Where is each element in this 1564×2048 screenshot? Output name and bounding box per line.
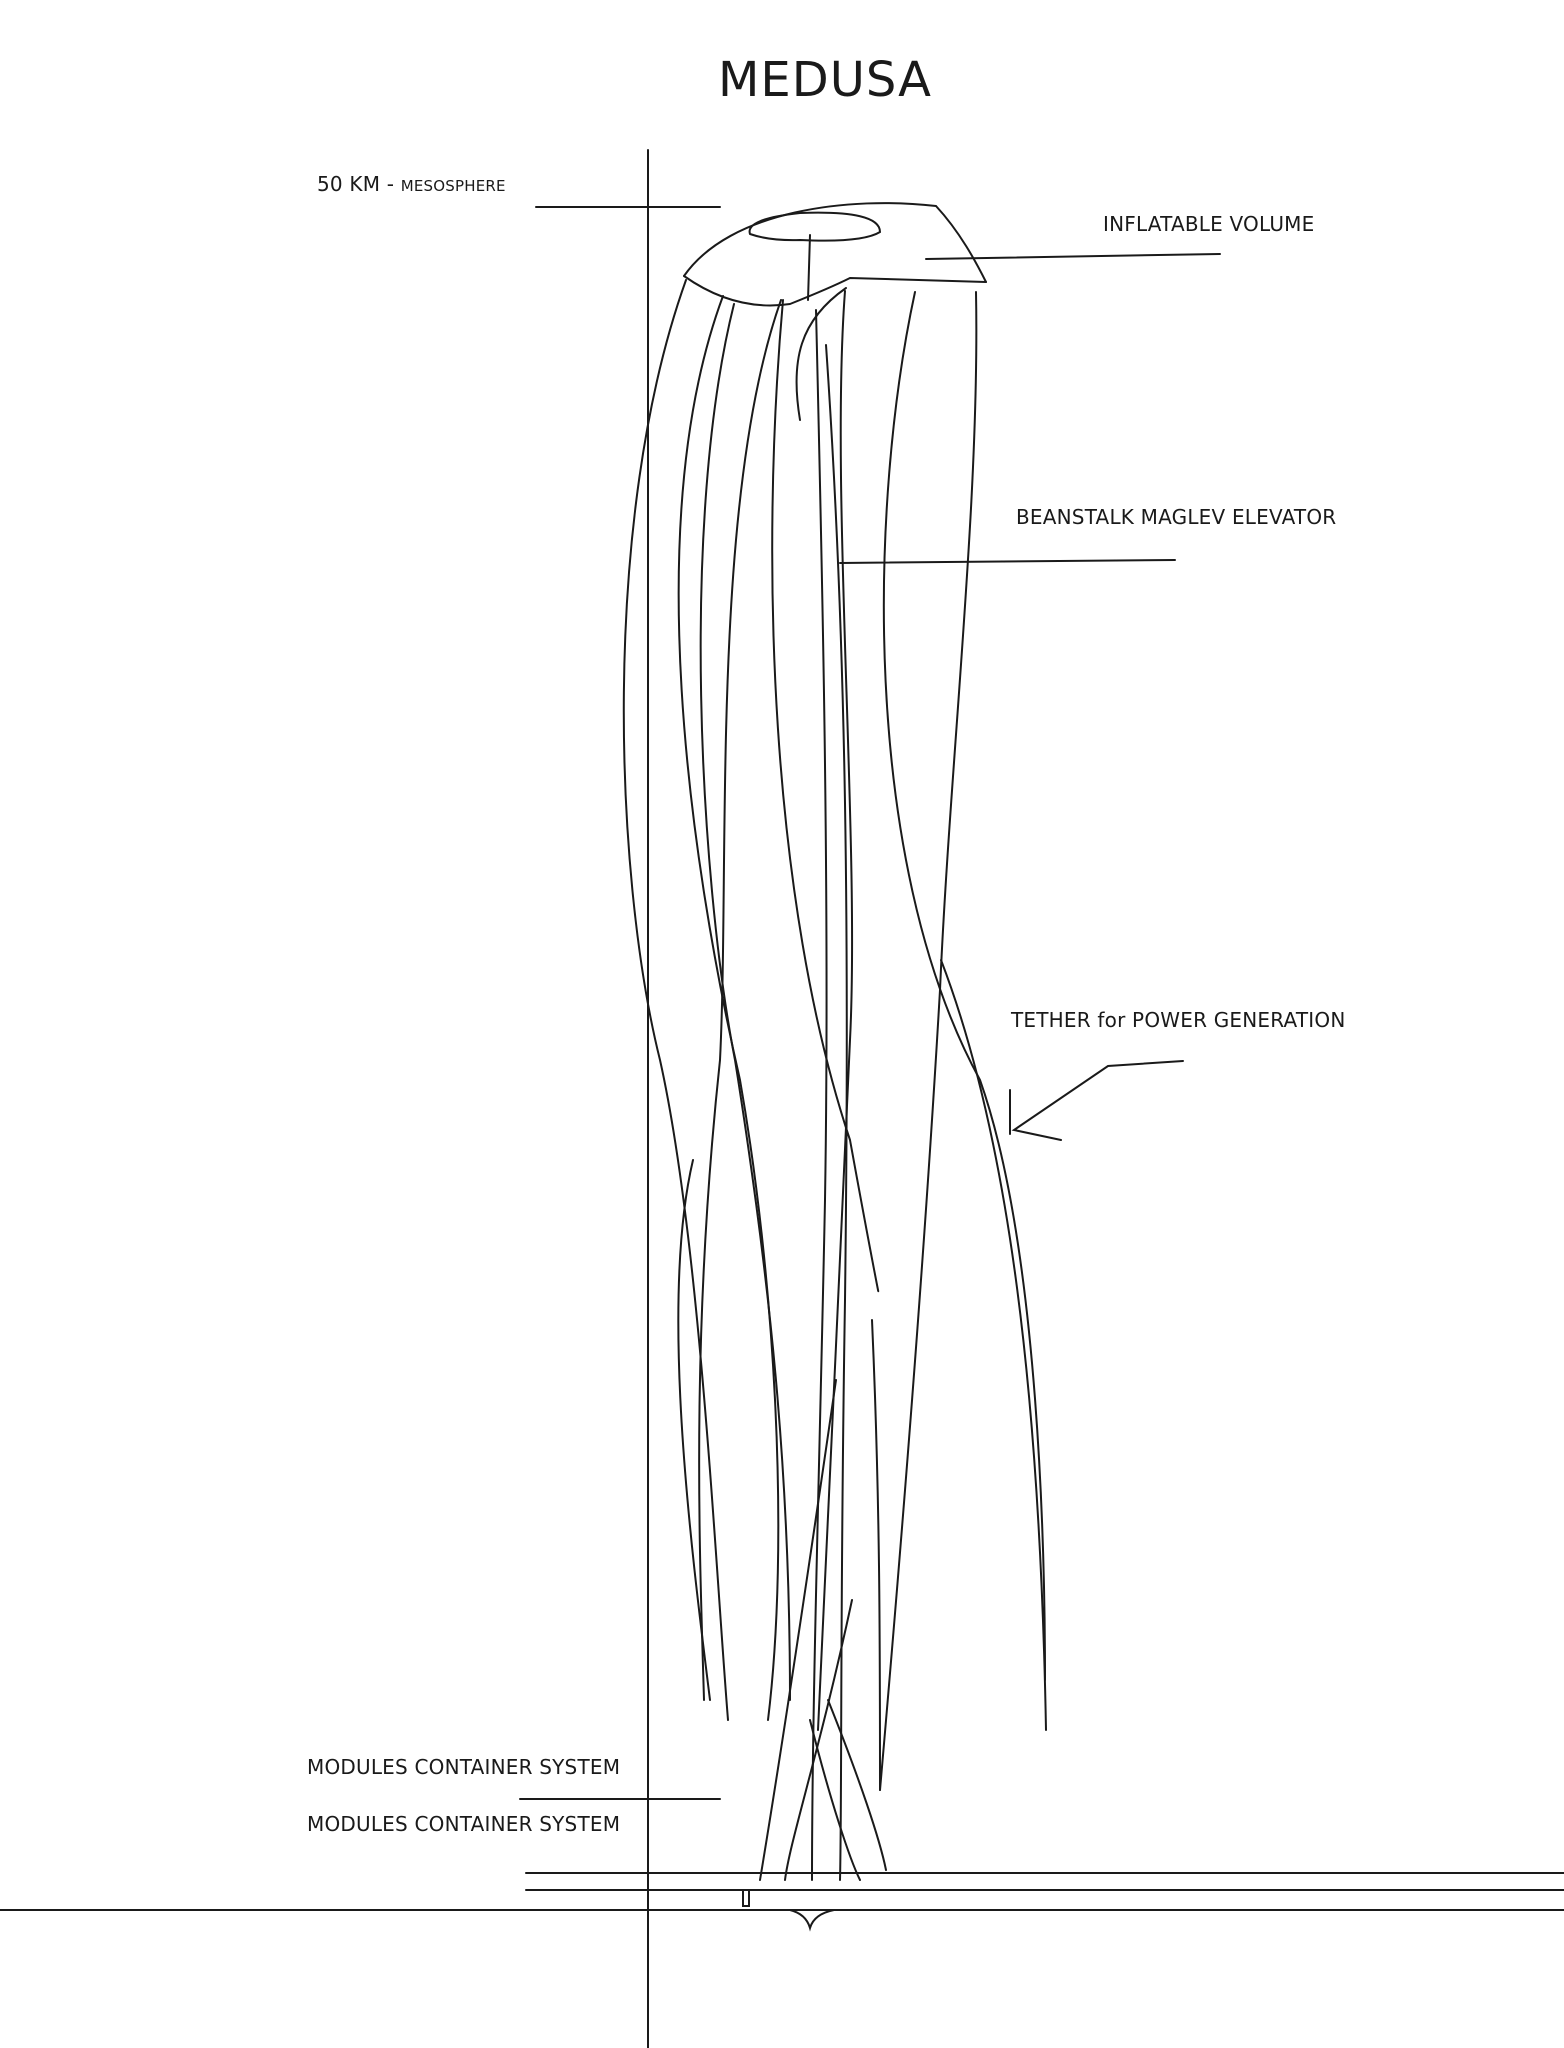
modules-container-label-2: MODULES CONTAINER SYSTEM — [307, 1812, 621, 1836]
beanstalk-leader — [839, 559, 1176, 564]
tether-leader — [1011, 1060, 1184, 1141]
tether-label: TETHER for POWER GENERATION — [1011, 1008, 1346, 1032]
altitude-value: 50 KM - — [317, 172, 395, 196]
altitude-label: 50 KM - MESOSPHERE — [317, 172, 506, 196]
modules-container-label-1: MODULES CONTAINER SYSTEM — [307, 1755, 621, 1779]
base-anchor — [789, 1909, 835, 1932]
beanstalk-elevator-label: BEANSTALK MAGLEV ELEVATOR — [1016, 505, 1337, 529]
base-post — [742, 1889, 750, 1907]
inflatable-volume-label: INFLATABLE VOLUME — [1103, 212, 1315, 236]
tether-strands — [622, 279, 1047, 1881]
diagram-title: MEDUSA — [717, 52, 933, 108]
inflatable-leader — [925, 253, 1221, 260]
altitude-layer: MESOSPHERE — [400, 177, 506, 195]
inflatable-volume — [683, 202, 987, 307]
